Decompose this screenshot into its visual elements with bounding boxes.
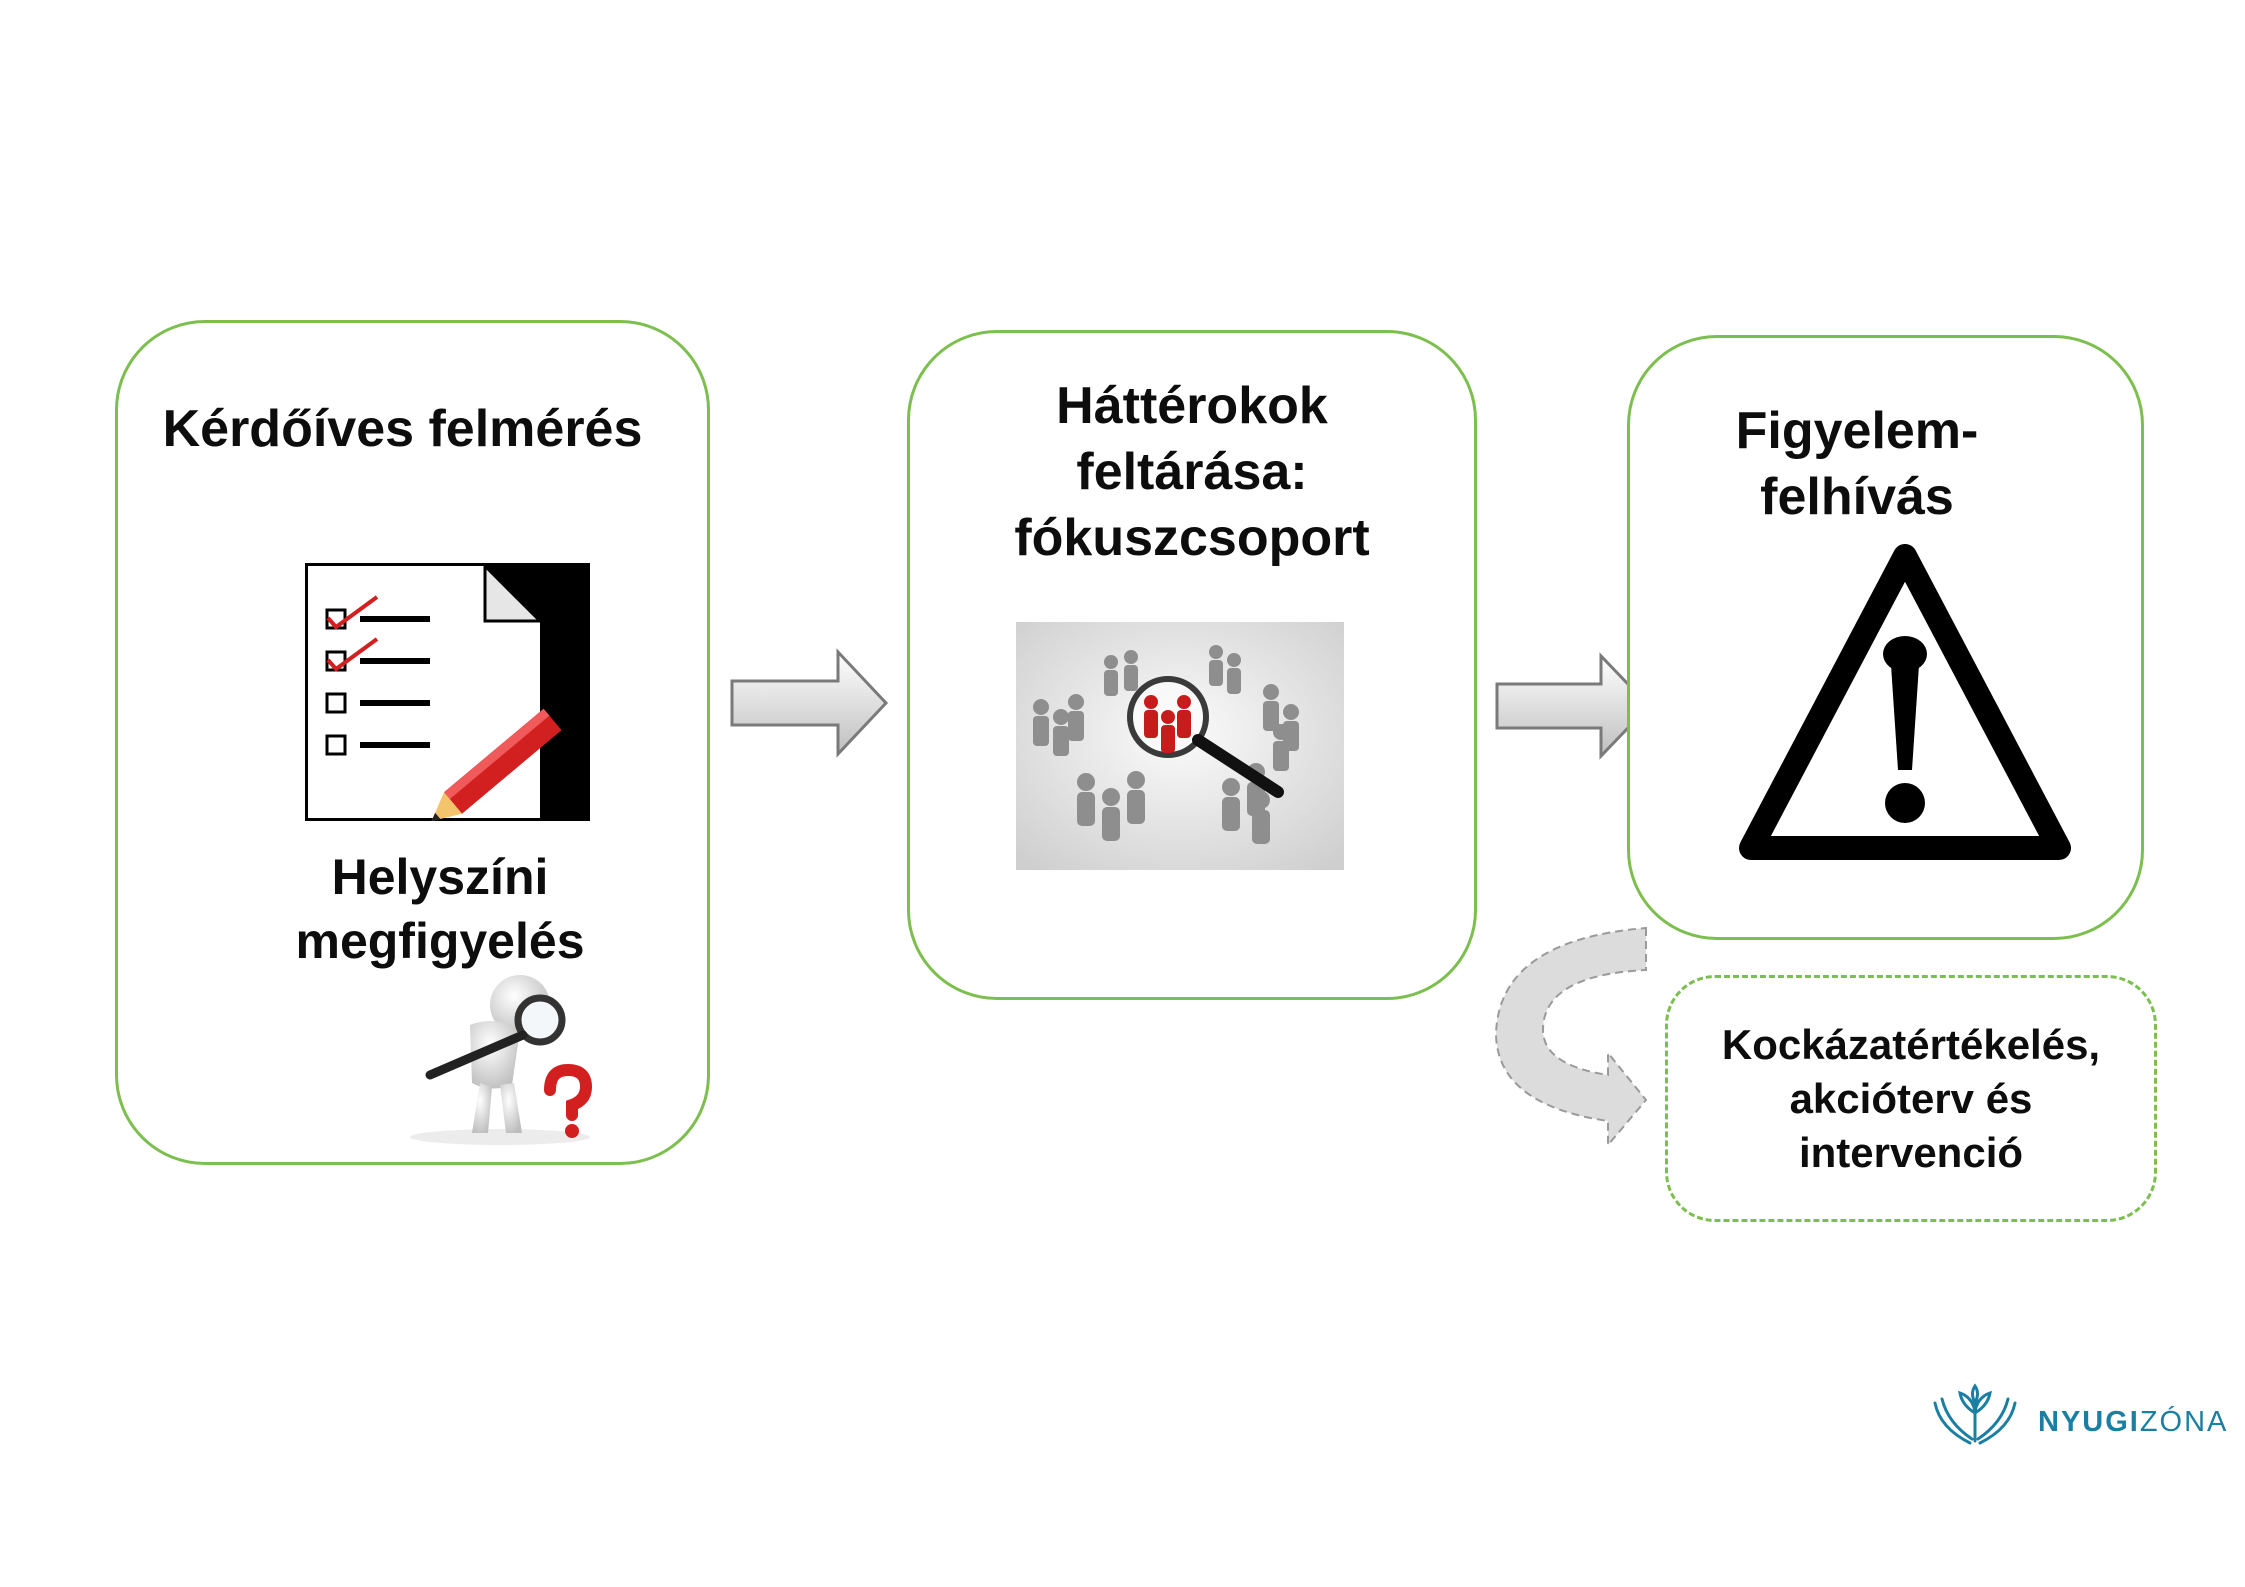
logo-bold: NYUGI bbox=[2038, 1406, 2140, 1438]
survey-subtitle: Helyszíni megfigyelés bbox=[295, 849, 585, 969]
warning-icon bbox=[1739, 544, 2071, 860]
alert-title: Figyelem- felhívás bbox=[1735, 402, 1979, 526]
survey-title: Kérdőíves felmérés bbox=[162, 400, 643, 458]
risk-title: Kockázatértékelés, akcióterv és interven… bbox=[1721, 1021, 2101, 1176]
flow-arrow-1 bbox=[730, 648, 889, 758]
focus-group-icon bbox=[1016, 622, 1344, 870]
checklist-icon bbox=[305, 563, 590, 821]
nyugizona-logo-text: NYUGIZÓNA bbox=[2038, 1406, 2228, 1439]
curved-arrow bbox=[1494, 926, 1648, 1148]
inspector-icon bbox=[410, 975, 593, 1145]
flow-arrow-2 bbox=[1495, 652, 1652, 760]
risk-box bbox=[1665, 975, 2157, 1222]
focus-group-box bbox=[907, 330, 1477, 1000]
nyugizona-logo-icon bbox=[1933, 1383, 2017, 1445]
focus-group-title: Háttérokok feltárása: fókuszcsoport bbox=[1014, 377, 1370, 567]
logo-light: ZÓNA bbox=[2139, 1406, 2229, 1438]
